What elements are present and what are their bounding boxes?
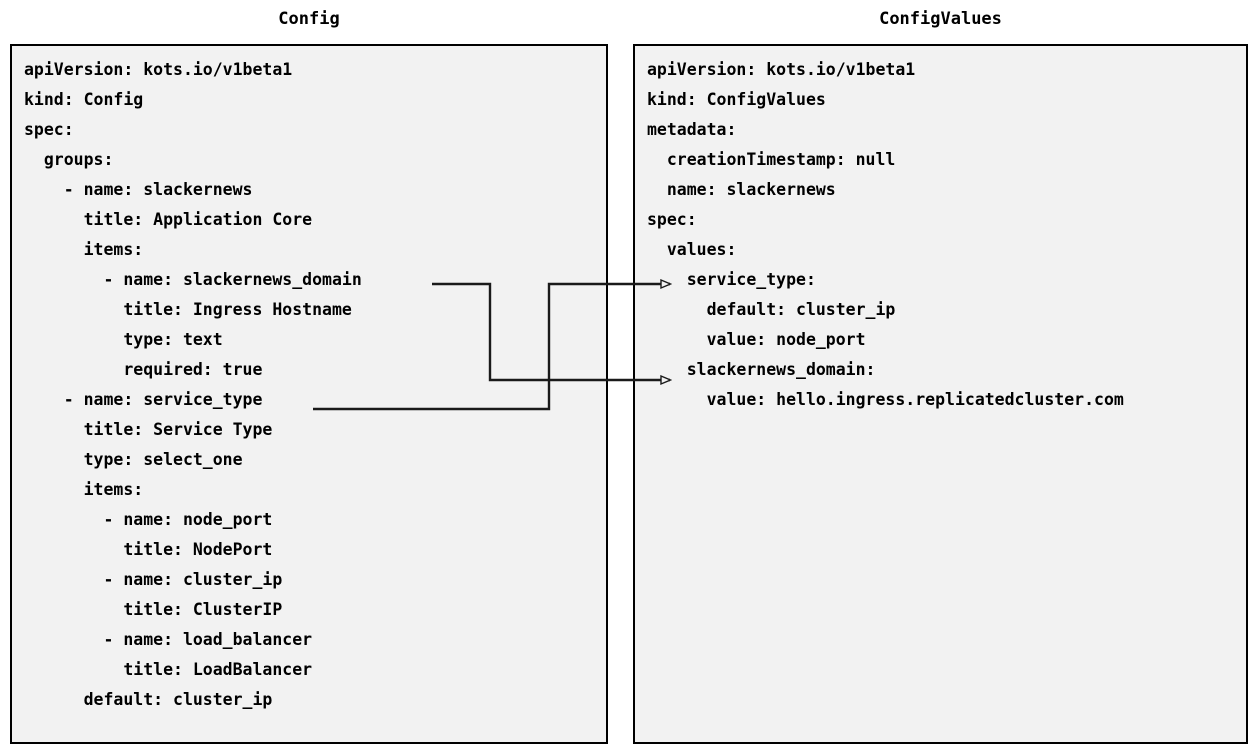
configvalues-yaml-line: creationTimestamp: null [647, 150, 896, 169]
config-yaml-line: items: [24, 480, 144, 499]
config-yaml-line: - name: cluster_ip [24, 570, 283, 589]
configvalues-yaml-line: metadata: [647, 120, 737, 139]
configvalues-yaml-line: name: slackernews [647, 180, 836, 199]
config-yaml-line: title: NodePort [24, 540, 273, 559]
config-yaml-line: - name: service_type [24, 390, 263, 409]
config-yaml-line: title: LoadBalancer [24, 660, 313, 679]
config-yaml-line: title: Ingress Hostname [24, 300, 352, 319]
configvalues-yaml-line: value: hello.ingress.replicatedcluster.c… [647, 390, 1124, 409]
config-yaml-line: - name: node_port [24, 510, 273, 529]
config-yaml-line: - name: load_balancer [24, 630, 313, 649]
config-yaml-line: title: Service Type [24, 420, 273, 439]
configvalues-yaml-line: slackernews_domain: [647, 360, 876, 379]
configvalues-yaml-line: value: node_port [647, 330, 866, 349]
configvalues-yaml-line: values: [647, 240, 737, 259]
configvalues-yaml-line: default: cluster_ip [647, 300, 896, 319]
config-yaml-line: title: Application Core [24, 210, 313, 229]
config-yaml-line: required: true [24, 360, 263, 379]
configvalues-yaml-line: spec: [647, 210, 697, 229]
config-yaml-line: title: ClusterIP [24, 600, 283, 619]
config-yaml-line: groups: [24, 150, 114, 169]
config-yaml-line: - name: slackernews_domain [24, 270, 362, 289]
page-title-config: Config [278, 9, 340, 29]
config-yaml-line: kind: Config [24, 90, 144, 109]
config-yaml-line: - name: slackernews [24, 180, 253, 199]
config-yaml-text: apiVersion: kots.io/v1beta1 kind: Config s… [24, 55, 602, 715]
config-yaml-panel: apiVersion: kots.io/v1beta1 kind: Config s… [10, 44, 608, 744]
page-title-configvalues: ConfigValues [879, 9, 1002, 29]
config-yaml-line: items: [24, 240, 144, 259]
config-yaml-line: spec: [24, 120, 74, 139]
configvalues-yaml-line: apiVersion: kots.io/v1beta1 [647, 60, 916, 79]
config-yaml-line: apiVersion: kots.io/v1beta1 [24, 60, 293, 79]
config-yaml-line: type: select_one [24, 450, 243, 469]
configvalues-yaml-panel: apiVersion: kots.io/v1beta1 kind: ConfigV… [633, 44, 1248, 744]
config-yaml-line: default: cluster_ip [24, 690, 273, 709]
config-yaml-line: type: text [24, 330, 223, 349]
configvalues-yaml-line: kind: ConfigValues [647, 90, 826, 109]
configvalues-yaml-text: apiVersion: kots.io/v1beta1 kind: ConfigV… [647, 55, 1242, 415]
configvalues-yaml-line: service_type: [647, 270, 816, 289]
